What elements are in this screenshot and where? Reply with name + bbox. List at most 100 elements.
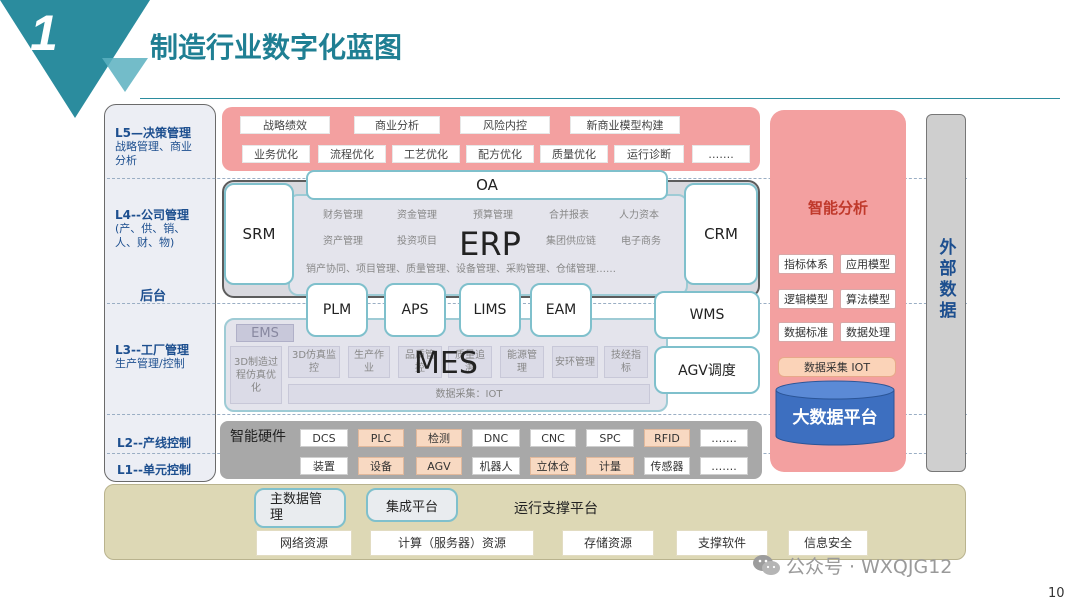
master-data-box: 主数据管理 bbox=[254, 488, 346, 528]
level-l3: L3--工厂管理 生产管理/控制 bbox=[115, 343, 215, 375]
oa-box: OA bbox=[306, 170, 668, 200]
erp-label: ERP bbox=[459, 225, 521, 263]
external-data-bar bbox=[926, 114, 966, 472]
iot-collect-chip: 数据采集 IOT bbox=[778, 357, 896, 377]
srm-box: SRM bbox=[224, 183, 294, 285]
mes-module: 能源管理 bbox=[500, 346, 544, 378]
ems-label: EMS bbox=[236, 324, 294, 342]
page-title: 制造行业数字化蓝图 bbox=[150, 31, 403, 64]
aps-box: APS bbox=[384, 283, 446, 337]
l3-title: L3--工厂管理 bbox=[115, 343, 189, 357]
hardware-item: CNC bbox=[530, 429, 576, 447]
integration-platform-box: 集成平台 bbox=[366, 488, 458, 522]
section-number: 1 bbox=[30, 5, 58, 61]
decision-item: 工艺优化 bbox=[392, 145, 460, 163]
mes-data-collect: 数据采集：IOT bbox=[288, 384, 650, 404]
erp-module: 电子商务 bbox=[610, 232, 672, 250]
title-underline bbox=[140, 98, 1060, 99]
hardware-item: PLC bbox=[358, 429, 404, 447]
level-l2: L2--产线控制 bbox=[117, 436, 191, 450]
decision-item: 运行诊断 bbox=[614, 145, 684, 163]
bigdata-label: 大数据平台 bbox=[792, 407, 878, 428]
hardware-item: 传感器 bbox=[644, 457, 690, 475]
hardware-item: RFID bbox=[644, 429, 690, 447]
l5-subtitle-2: 分析 bbox=[115, 154, 137, 167]
erp-module: 预算管理 bbox=[462, 206, 524, 224]
erp-module: 资金管理 bbox=[386, 206, 448, 224]
decision-item: 业务优化 bbox=[242, 145, 310, 163]
crm-box: CRM bbox=[684, 183, 758, 285]
erp-module: 投资项目 bbox=[386, 232, 448, 250]
analytics-item: 数据处理 bbox=[840, 322, 896, 342]
support-item: 支撑软件 bbox=[676, 530, 768, 556]
hardware-item: 检测 bbox=[416, 429, 462, 447]
hardware-item: 设备 bbox=[358, 457, 404, 475]
hardware-item: 机器人 bbox=[472, 457, 520, 475]
mes-module: 技经指标 bbox=[604, 346, 648, 378]
mes-module: 3D制造过程仿真优化 bbox=[230, 346, 282, 404]
analytics-item: 应用模型 bbox=[840, 254, 896, 274]
l4-subtitle-1: (产、供、销、 bbox=[115, 222, 186, 235]
plm-box: PLM bbox=[306, 283, 368, 337]
l4-subtitle-2: 人、财、物) bbox=[115, 236, 175, 249]
mes-module: 3D仿真监控 bbox=[288, 346, 340, 378]
level-l4: L4--公司管理 (产、供、销、 人、财、物) bbox=[115, 208, 215, 254]
decision-item: 流程优化 bbox=[318, 145, 386, 163]
support-item: 计算（服务器）资源 bbox=[370, 530, 534, 556]
erp-module: 人力资本 bbox=[608, 206, 670, 224]
hardware-item: ……. bbox=[700, 457, 748, 475]
hardware-label: 智能硬件 bbox=[230, 429, 286, 445]
support-platform-label: 运行支撑平台 bbox=[514, 501, 598, 517]
wms-box: WMS bbox=[654, 291, 760, 339]
header-triangle bbox=[0, 0, 150, 118]
decision-item: ……. bbox=[692, 145, 750, 163]
mes-module: 质量追溯 bbox=[448, 346, 492, 378]
mes-label: MES bbox=[414, 345, 478, 381]
l4-title: L4--公司管理 bbox=[115, 208, 189, 222]
houtai-label: 后台 bbox=[140, 289, 167, 304]
hardware-item: DCS bbox=[300, 429, 348, 447]
erp-module: 集团供应链 bbox=[538, 232, 604, 250]
wechat-icon bbox=[753, 555, 780, 575]
analytics-item: 指标体系 bbox=[778, 254, 834, 274]
erp-module: 合并报表 bbox=[538, 206, 600, 224]
decision-item: 新商业模型构建 bbox=[570, 116, 680, 134]
hardware-item: 立体仓 bbox=[530, 457, 576, 475]
eam-box: EAM bbox=[530, 283, 592, 337]
hardware-item: 计量 bbox=[586, 457, 634, 475]
erp-module: 财务管理 bbox=[312, 206, 374, 224]
decision-item: 风险内控 bbox=[460, 116, 550, 134]
agv-dispatch-box: AGV调度 bbox=[654, 346, 760, 394]
analytics-item: 数据标准 bbox=[778, 322, 834, 342]
l5-subtitle-1: 战略管理、商业 bbox=[115, 140, 192, 153]
mes-module: 生产作业 bbox=[348, 346, 390, 378]
support-item: 信息安全 bbox=[788, 530, 868, 556]
level-l1: L1--单元控制 bbox=[117, 463, 191, 477]
support-item: 存储资源 bbox=[562, 530, 654, 556]
mes-module: 品质管控 bbox=[398, 346, 442, 378]
external-data-label: 外部数据 bbox=[935, 238, 956, 322]
erp-module: 资产管理 bbox=[312, 232, 374, 250]
level-column bbox=[104, 104, 216, 482]
analytics-item: 算法模型 bbox=[840, 289, 896, 309]
analytics-title: 智能分析 bbox=[807, 198, 868, 217]
decision-item: 质量优化 bbox=[540, 145, 608, 163]
analytics-item: 逻辑模型 bbox=[778, 289, 834, 309]
watermark-text: 公众号 · WXQJG12 bbox=[786, 556, 953, 578]
lims-box: LIMS bbox=[459, 283, 521, 337]
hardware-item: AGV bbox=[416, 457, 462, 475]
hardware-item: SPC bbox=[586, 429, 634, 447]
erp-process-list: 销产协同、项目管理、质量管理、设备管理、采购管理、仓储管理…… bbox=[306, 264, 616, 275]
decision-item: 商业分析 bbox=[354, 116, 440, 134]
decision-item: 配方优化 bbox=[466, 145, 534, 163]
bigdata-cylinder-icon bbox=[775, 380, 895, 446]
decision-item: 战略绩效 bbox=[240, 116, 330, 134]
support-item: 网络资源 bbox=[256, 530, 352, 556]
l5-title: L5—决策管理 bbox=[115, 126, 191, 140]
hardware-item: ……. bbox=[700, 429, 748, 447]
l3-subtitle: 生产管理/控制 bbox=[115, 357, 185, 370]
hardware-item: 装置 bbox=[300, 457, 348, 475]
hardware-item: DNC bbox=[472, 429, 520, 447]
separator-l3 bbox=[107, 414, 967, 415]
mes-module: 安环管理 bbox=[552, 346, 598, 378]
